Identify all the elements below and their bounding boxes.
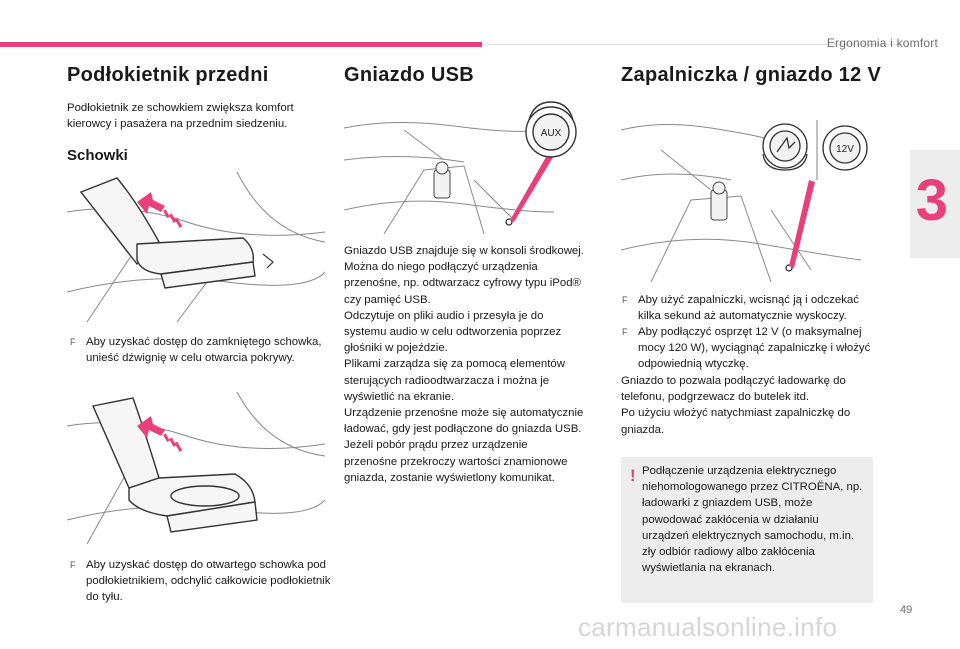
- armrest-intro: Podłokietnik ze schowkiem zwiększa komfo…: [67, 102, 294, 131]
- usb-line: wyświetlić na ekranie.: [344, 390, 455, 403]
- socket-body-line: gniazda.: [621, 423, 665, 436]
- usb-line: gniazda, zostanie wyświetlony komunikat.: [344, 471, 555, 484]
- chapter-number: 3: [915, 168, 948, 233]
- usb-line: głośniki w pojeździe.: [344, 342, 448, 355]
- socket-bullet-2: F Aby podłączyć osprzęt 12 V (o maksymal…: [622, 324, 878, 373]
- usb-line: czy pamięć USB.: [344, 293, 431, 306]
- usb-line: Plikami zarządza się za pomocą elementów: [344, 358, 565, 371]
- header-accent-bar: [0, 42, 482, 47]
- bullet-marker-icon: F: [622, 295, 628, 305]
- usb-title: Gniazdo USB: [344, 64, 474, 86]
- armrest-bullet-2: F Aby uzyskać dostęp do otwartego schowk…: [70, 557, 332, 606]
- usb-line: przenośne, np. odtwarzacz cyfrowy typu i…: [344, 277, 581, 290]
- usb-illustration: AUX: [344, 100, 602, 234]
- armrest-bullet-1: F Aby uzyskać dostęp do zamkniętego scho…: [70, 334, 330, 366]
- watermark: carmanualsonline.info: [578, 612, 838, 642]
- socket-bullet-1-text: Aby użyć zapalniczki, wcisnąć ją i odcze…: [638, 294, 859, 323]
- socket-title: Zapalniczka / gniazdo 12 V: [621, 64, 882, 86]
- usb-line: Odczytuje on pliki audio i przesyła je d…: [344, 309, 544, 322]
- header-rule: [482, 44, 902, 45]
- socket-body-text: Gniazdo to pozwala podłączyć ładowarkę d…: [621, 373, 879, 438]
- usb-line: ładować, gdy jest podłączone do gniazda …: [344, 423, 582, 436]
- warning-box: [621, 457, 873, 603]
- armrest-title: Podłokietnik przedni: [67, 64, 269, 86]
- socket-illustration: 12V: [621, 110, 879, 282]
- page-number: 49: [900, 604, 913, 616]
- usb-line: Urządzenie przenośne może się automatycz…: [344, 407, 584, 420]
- storage-subtitle: Schowki: [67, 147, 128, 164]
- armrest-closed-illustration: [67, 172, 325, 322]
- socket-body-line: telefonu, podgrzewacz do butelek itd.: [621, 391, 810, 404]
- warning-text: Podłączenie urządzenia elektrycznego nie…: [642, 465, 863, 575]
- section-title: Ergonomia i komfort: [826, 36, 938, 50]
- usb-line: przenośne przekroczy wartości znamionowe: [344, 455, 568, 468]
- socket-12v-label: 12V: [836, 144, 854, 155]
- socket-bullet-1: F Aby użyć zapalniczki, wcisnąć ją i odc…: [622, 292, 878, 324]
- usb-line: systemu audio w celu odtworzenia poprzez: [344, 326, 562, 339]
- warning-icon: !: [630, 466, 636, 485]
- bullet-marker-icon: F: [622, 327, 628, 337]
- socket-body-line: Po użyciu włożyć natychmiast zapalniczkę…: [621, 407, 851, 420]
- socket-body-line: Gniazdo to pozwala podłączyć ładowarkę d…: [621, 375, 846, 387]
- armrest-bullet-1-text: Aby uzyskać dostęp do zamkniętego schowk…: [86, 336, 322, 365]
- armrest-bullet-2-text: Aby uzyskać dostęp do otwartego schowka …: [86, 559, 331, 604]
- chapter-tab: [910, 150, 960, 258]
- usb-text: Gniazdo USB znajduje się w konsoli środk…: [344, 243, 606, 486]
- usb-line: Gniazdo USB znajduje się w konsoli środk…: [344, 245, 584, 257]
- aux-socket-label: AUX: [541, 128, 562, 139]
- bullet-marker-icon: F: [70, 337, 76, 347]
- usb-line: Jeżeli pobór prądu przez urządzenie: [344, 439, 528, 452]
- bullet-marker-icon: F: [70, 560, 76, 570]
- usb-line: Można do niego podłączyć urządzenia: [344, 261, 538, 274]
- usb-line: sterujących radioodtwarzacza i można je: [344, 374, 550, 387]
- armrest-open-illustration: [67, 392, 325, 544]
- socket-bullet-2-text: Aby podłączyć osprzęt 12 V (o maksymalne…: [638, 326, 871, 371]
